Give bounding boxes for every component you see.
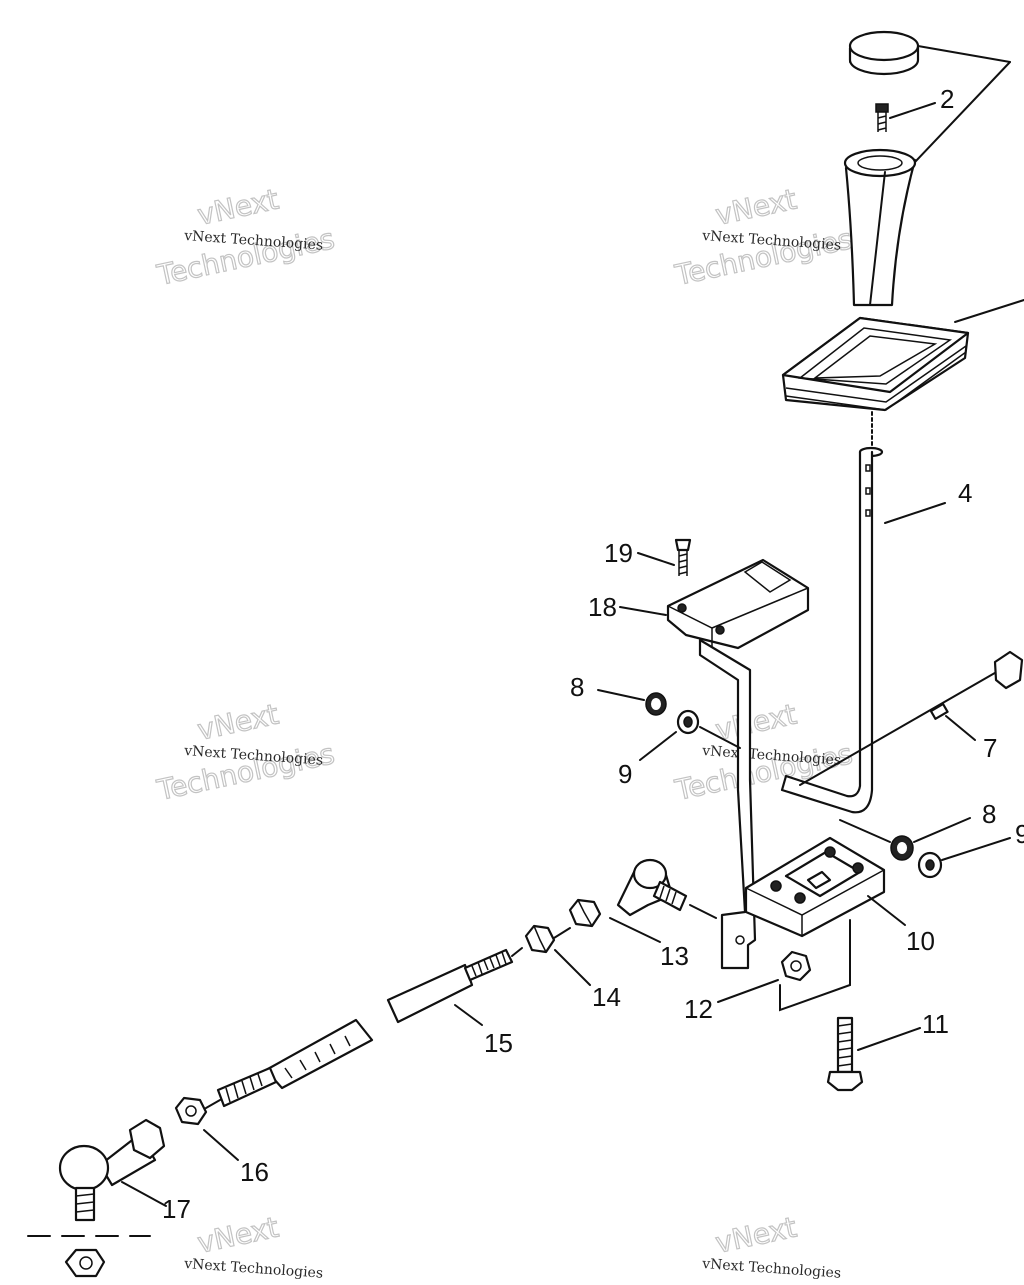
watermark-small: vNext Technologies — [183, 1256, 324, 1280]
watermark: vNext Technologies vNext Technologies — [153, 182, 338, 293]
callout-18: 18 — [588, 592, 617, 622]
callout-15: 15 — [484, 1028, 513, 1058]
ball-joint-17 — [58, 1118, 167, 1222]
nut-16 — [174, 1096, 239, 1161]
callout-16: 16 — [240, 1157, 269, 1187]
callout-7: 7 — [983, 733, 997, 763]
watermark-small: vNext Technologies — [701, 1256, 842, 1280]
washer-8-right — [839, 817, 971, 861]
screw-19 — [637, 538, 692, 576]
washer-9-right — [917, 837, 1011, 879]
pivot-block-10 — [744, 836, 906, 938]
bottom-partial-nut — [27, 1235, 151, 1278]
nut-14 — [524, 924, 591, 986]
knob-cap — [848, 30, 1011, 163]
callout-13: 13 — [660, 941, 689, 971]
watermark: vNext vNext Technologies — [701, 1210, 842, 1282]
watermark-big-1: vNext — [195, 698, 282, 747]
watermark-big-1: vNext — [713, 183, 800, 232]
cable-7 — [799, 650, 1024, 786]
rod-end-13 — [568, 858, 717, 943]
watermark-big-1: vNext — [195, 183, 282, 232]
washer-8-left — [597, 689, 667, 716]
callout-4: 4 — [958, 478, 972, 508]
shift-handle — [843, 148, 917, 307]
turnbuckle-sleeve — [216, 1018, 374, 1108]
screw-2 — [875, 102, 936, 132]
watermark: vNext Technologies vNext Technologies — [153, 697, 338, 808]
bolt-11 — [826, 1016, 921, 1092]
watermark-big-1: vNext — [195, 1211, 282, 1260]
callout-10: 10 — [906, 926, 935, 956]
rod-15 — [386, 947, 523, 1026]
callout-labels: 2 4 19 18 8 9 7 8 9 10 13 14 12 11 15 16… — [162, 84, 1024, 1224]
watermark: vNext Technologies vNext Technologies — [671, 182, 856, 293]
watermark-big-1: vNext — [713, 1211, 800, 1260]
callout-19: 19 — [604, 538, 633, 568]
mount-plate — [698, 638, 757, 970]
nut-12 — [717, 919, 851, 1012]
callout-9: 9 — [618, 759, 632, 789]
callout-17: 17 — [162, 1194, 191, 1224]
washer-9-left — [639, 709, 741, 761]
callout-8: 8 — [982, 799, 996, 829]
callout-11: 11 — [922, 1009, 949, 1039]
callout-8: 8 — [570, 672, 584, 702]
watermark: vNext vNext Technologies — [183, 1210, 324, 1282]
callout-12: 12 — [684, 994, 713, 1024]
callout-14: 14 — [592, 982, 621, 1012]
bracket-18 — [619, 558, 810, 652]
shift-lever — [780, 411, 946, 814]
callout-9: 9 — [1015, 819, 1024, 849]
callout-2: 2 — [940, 84, 954, 114]
shift-boot — [781, 299, 1024, 412]
